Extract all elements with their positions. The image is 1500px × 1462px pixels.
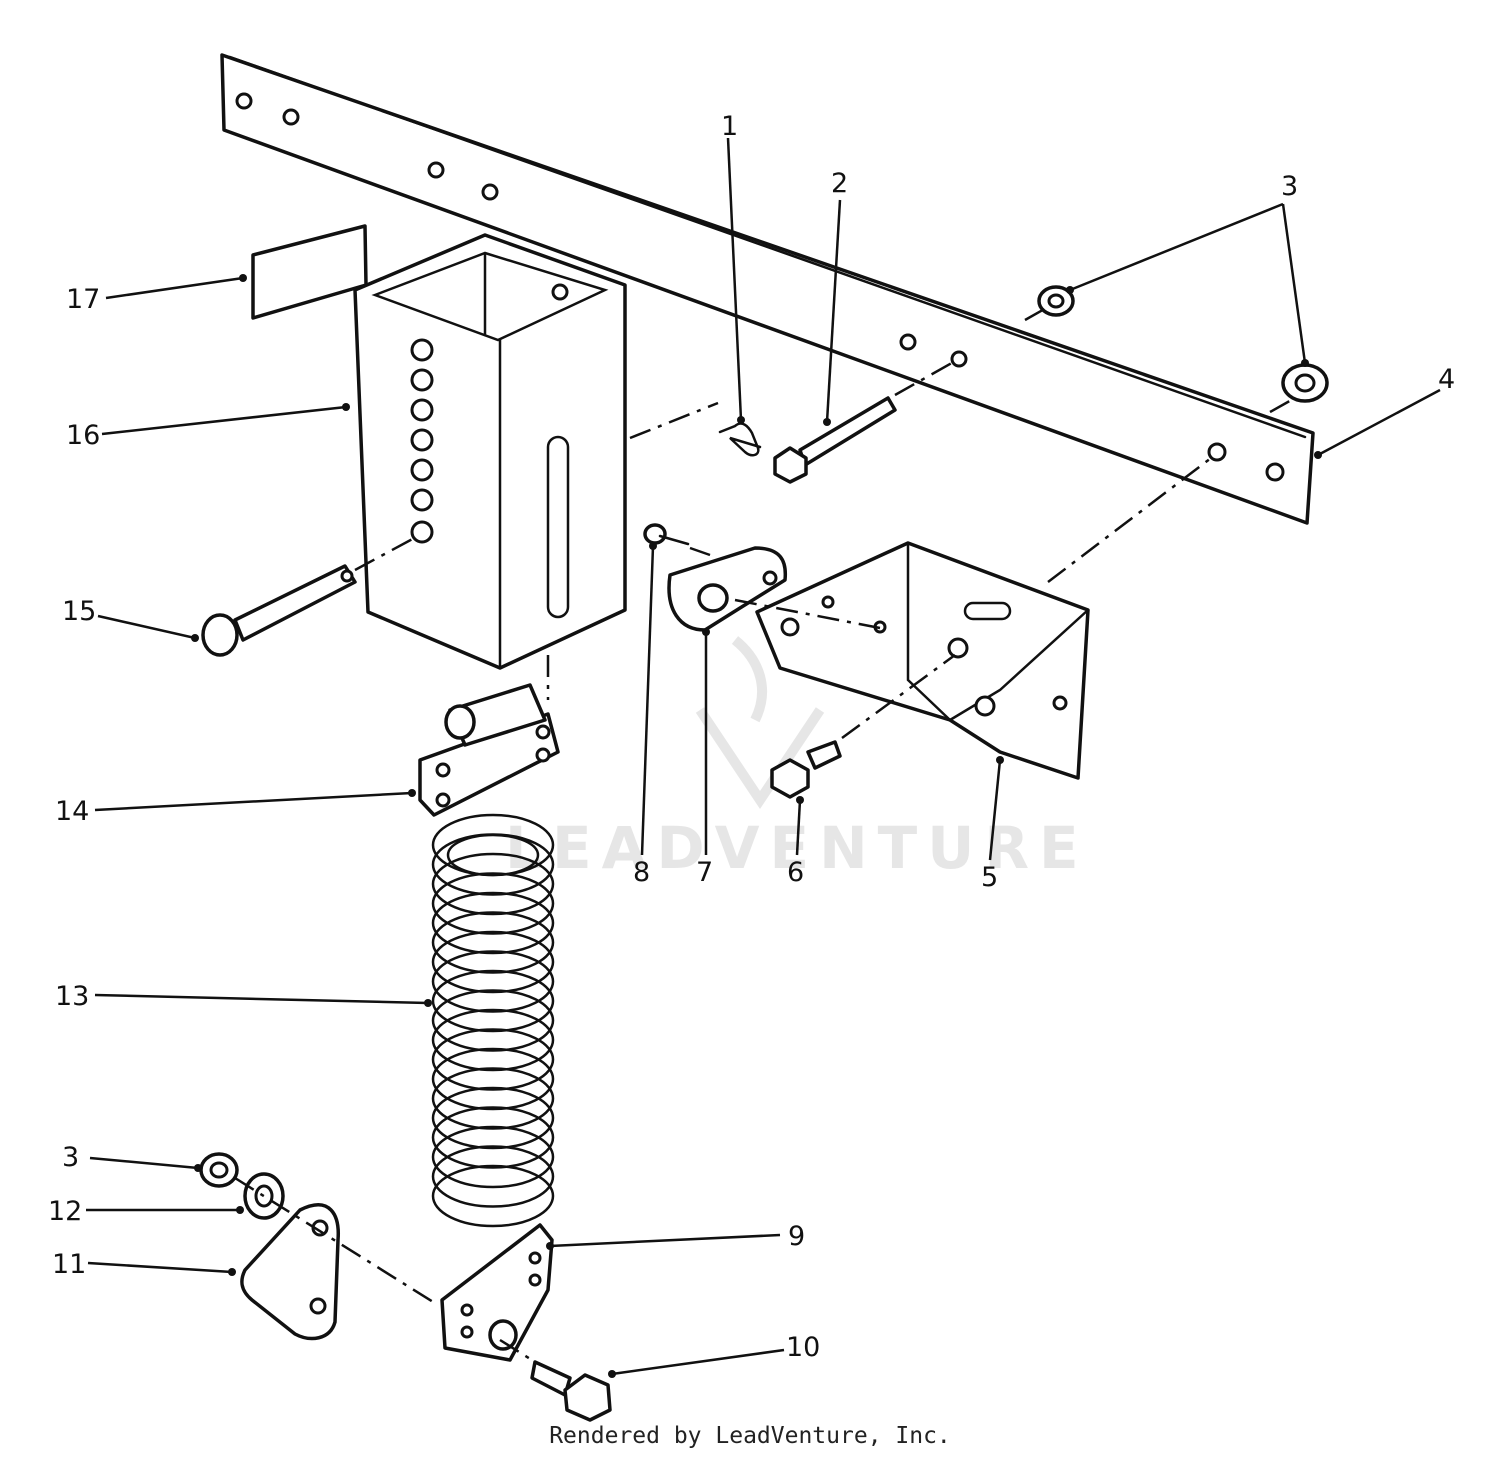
- spring-coil: [431, 852, 555, 916]
- spring-coil: [431, 989, 555, 1052]
- spring-coil: [431, 930, 555, 994]
- callout-15: 15: [62, 596, 96, 627]
- callout-8: 8: [633, 857, 650, 888]
- callout-11: 11: [52, 1249, 86, 1280]
- lock-nut-upper: [1037, 285, 1075, 317]
- hex-bolt: [770, 740, 842, 799]
- callout-3-bottom: 3: [62, 1142, 79, 1173]
- callout-6: 6: [787, 857, 804, 888]
- callout-1: 1: [721, 111, 738, 142]
- spring-coil: [431, 950, 555, 1013]
- callout-leaders: [86, 137, 1441, 1378]
- spring-coil: [431, 1028, 555, 1091]
- callout-13: 13: [55, 981, 89, 1012]
- spring-coil: [431, 1067, 555, 1130]
- callout-2: 2: [831, 168, 848, 199]
- spring-coil: [431, 1106, 555, 1169]
- callout-5: 5: [981, 862, 998, 893]
- callout-labels: 1 2 3 4 5 6 7 8 9 10 11 12 3 13 14 15 16…: [48, 111, 1455, 1363]
- long-bolt: [773, 396, 897, 484]
- callout-17: 17: [66, 284, 100, 315]
- spring-coil: [431, 891, 555, 955]
- assembly-centerlines: [234, 305, 1296, 1364]
- callout-10: 10: [786, 1332, 820, 1363]
- watermark-text: LEADVENTURE: [505, 814, 1089, 882]
- callout-9: 9: [788, 1221, 805, 1252]
- decal: [251, 224, 368, 320]
- stud-plate: [667, 546, 788, 632]
- callout-14: 14: [55, 796, 89, 827]
- roller-hinge: [418, 683, 560, 817]
- spring-coil: [431, 872, 555, 935]
- watermark-logo: [695, 636, 825, 810]
- spring-coil: [431, 1145, 555, 1208]
- spring-coil: [431, 1086, 555, 1150]
- clevis-pin: [201, 564, 357, 657]
- end-plate: [240, 1203, 340, 1341]
- spring-coil: [431, 911, 555, 974]
- spring-coil: [431, 1164, 555, 1228]
- hair-pin-clip: [718, 422, 762, 457]
- callout-16: 16: [66, 420, 100, 451]
- spring-coil: [431, 1047, 555, 1111]
- callout-7: 7: [696, 857, 713, 888]
- pivot-bracket: [755, 541, 1090, 780]
- spring-coil: [431, 1008, 555, 1072]
- callout-12: 12: [48, 1196, 82, 1227]
- footer-credit: Rendered by LeadVenture, Inc.: [549, 1423, 951, 1449]
- lock-nut-lower: [1281, 363, 1329, 403]
- square-tube: [353, 233, 627, 670]
- coil-spring: [431, 813, 555, 1228]
- callout-4: 4: [1438, 364, 1455, 395]
- bottom-bolt: [530, 1360, 612, 1422]
- mounting-bar: [220, 53, 1315, 525]
- lock-nut-bottom: [199, 1152, 239, 1188]
- flat-washer: [243, 1172, 285, 1220]
- spring-coil: [431, 1125, 555, 1189]
- spring-bracket: [440, 1223, 554, 1362]
- callout-3-top: 3: [1281, 171, 1298, 202]
- spring-coil: [431, 969, 555, 1033]
- small-screw: [643, 523, 690, 546]
- spring-top-coil: [446, 833, 540, 877]
